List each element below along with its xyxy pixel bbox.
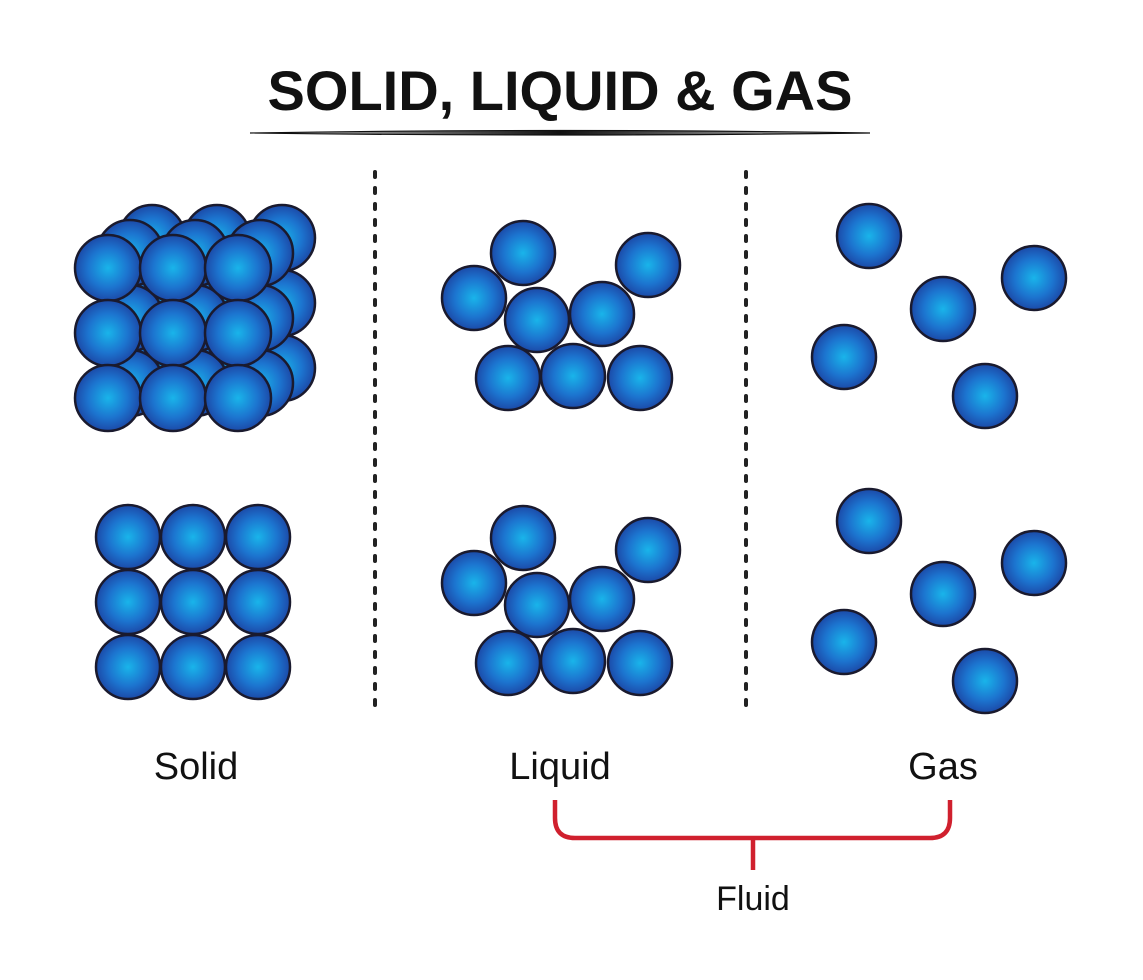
liquid-3d-particle [440,264,508,332]
solid-2d-particle [94,503,162,571]
gas-2d-particle [909,560,977,628]
solid-3d-particle [138,363,208,433]
fluid-bracket [552,800,953,870]
liquid-3d-particle [614,231,682,299]
gas-2d-particle [1000,529,1068,597]
liquid-2d-particle [614,516,682,584]
page-title: SOLID, LIQUID & GAS [267,59,853,122]
liquid-3d-particle [474,344,542,412]
liquid-2d-particle [539,627,607,695]
gas-3d-particle [909,275,977,343]
liquid-2d-particle [503,571,571,639]
label-solid: Solid [153,746,239,788]
gas-3d-particle [951,362,1019,430]
liquid-2d-particle [489,504,557,572]
solid-2d-particle [159,568,227,636]
label-fluid: Fluid [716,880,790,918]
gas-2d-particle [810,608,878,676]
gas-3d-particle [1000,244,1068,312]
solid-3d-particle [203,363,273,433]
label-liquid: Liquid [509,746,611,788]
solid-2d-particle [94,568,162,636]
gas-3d-particle [810,323,878,391]
solid-3d-particle [138,233,208,303]
solid-3d-particle [138,298,208,368]
solid-2d-particle [94,633,162,701]
solid-3d-particle [73,298,143,368]
solid-2d-particle [159,503,227,571]
liquid-2d-particle [568,565,636,633]
gas-2d-particle [835,487,903,555]
liquid-3d-particle [503,286,571,354]
liquid-3d-particle [606,344,674,412]
liquid-3d-particle [489,219,557,287]
solid-3d-particle [73,233,143,303]
liquid-2d-particle [606,629,674,697]
gas-3d-particle [835,202,903,270]
liquid-3d-particle [568,280,636,348]
solid-2d-particle [224,568,292,636]
solid-3d-particle [203,298,273,368]
solid-3d-particle [203,233,273,303]
solid-3d-particle [73,363,143,433]
liquid-2d-particle [474,629,542,697]
title-underline [249,129,871,136]
gas-2d-particle [951,647,1019,715]
liquid-2d-particle [440,549,508,617]
label-gas: Gas [908,746,978,788]
liquid-3d-particle [539,342,607,410]
solid-2d-particle [159,633,227,701]
solid-2d-particle [224,633,292,701]
solid-2d-particle [224,503,292,571]
